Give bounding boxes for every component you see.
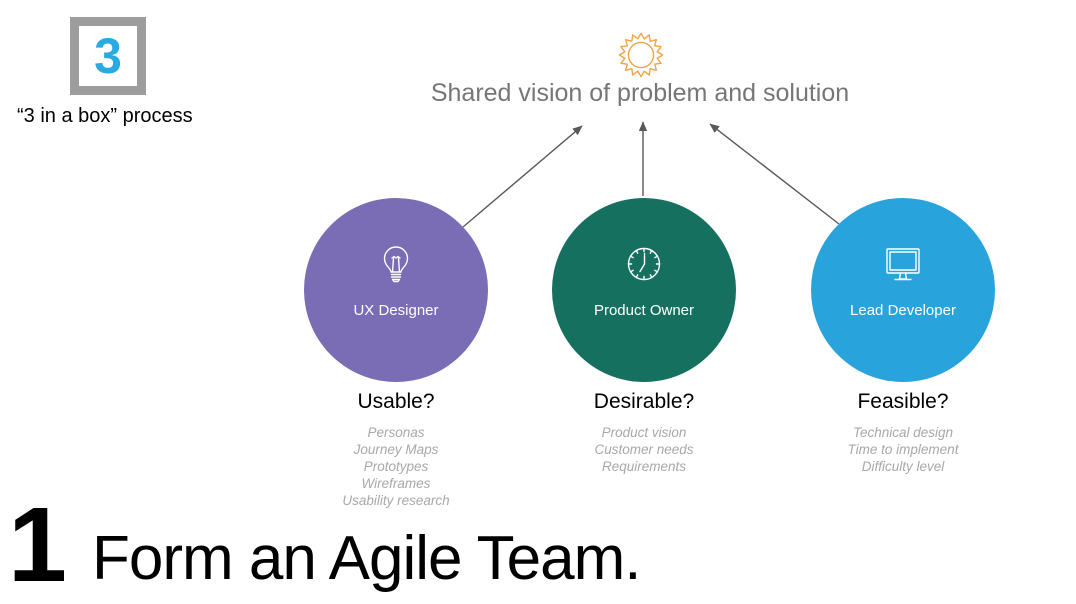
criteria-item: Personas: [367, 425, 425, 440]
criteria-item: Customer needs: [594, 442, 694, 457]
role-circle-lead-developer: Lead Developer: [811, 198, 995, 382]
badge-number: 3: [94, 28, 122, 84]
criteria-column-feasible: Feasible? Technical design Time to imple…: [788, 390, 1018, 475]
role-circle-product-owner: Product Owner: [552, 198, 736, 382]
lightbulb-icon: [383, 246, 409, 283]
badge-caption: “3 in a box” process: [17, 105, 193, 127]
criteria-item: Difficulty level: [861, 459, 945, 474]
role-label-product-owner: Product Owner: [593, 302, 695, 319]
criteria-item: Product vision: [601, 425, 687, 440]
step-title: Form an Agile Team.: [92, 524, 641, 593]
monitor-icon: [886, 248, 920, 281]
arrow-ux-to-vision: [462, 125, 583, 228]
question-usable: Usable?: [357, 390, 435, 413]
arrow-dev-to-vision: [709, 123, 840, 225]
criteria-item: Wireframes: [361, 476, 431, 491]
criteria-column-usable: Usable? Personas Journey Maps Prototypes…: [281, 390, 511, 509]
criteria-item: Prototypes: [363, 459, 429, 474]
role-label-ux-designer: UX Designer: [353, 302, 439, 319]
clock-icon: [627, 247, 661, 281]
sun-icon: [618, 32, 664, 78]
criteria-column-desirable: Desirable? Product vision Customer needs…: [529, 390, 759, 475]
role-circle-ux-designer: UX Designer: [304, 198, 488, 382]
criteria-item: Journey Maps: [353, 442, 439, 457]
question-feasible: Feasible?: [857, 390, 949, 413]
criteria-item: Usability research: [342, 493, 450, 508]
question-desirable: Desirable?: [593, 390, 695, 413]
sun-core: [627, 41, 655, 69]
three-in-box-badge: 3: [70, 17, 146, 95]
criteria-item: Time to implement: [847, 442, 959, 457]
step-number: 1: [8, 486, 67, 604]
role-label-lead-developer: Lead Developer: [850, 302, 956, 319]
criteria-item: Requirements: [601, 459, 687, 474]
vision-title: Shared vision of problem and solution: [430, 79, 850, 107]
sun-rays: [618, 32, 664, 78]
criteria-item: Technical design: [852, 425, 954, 440]
